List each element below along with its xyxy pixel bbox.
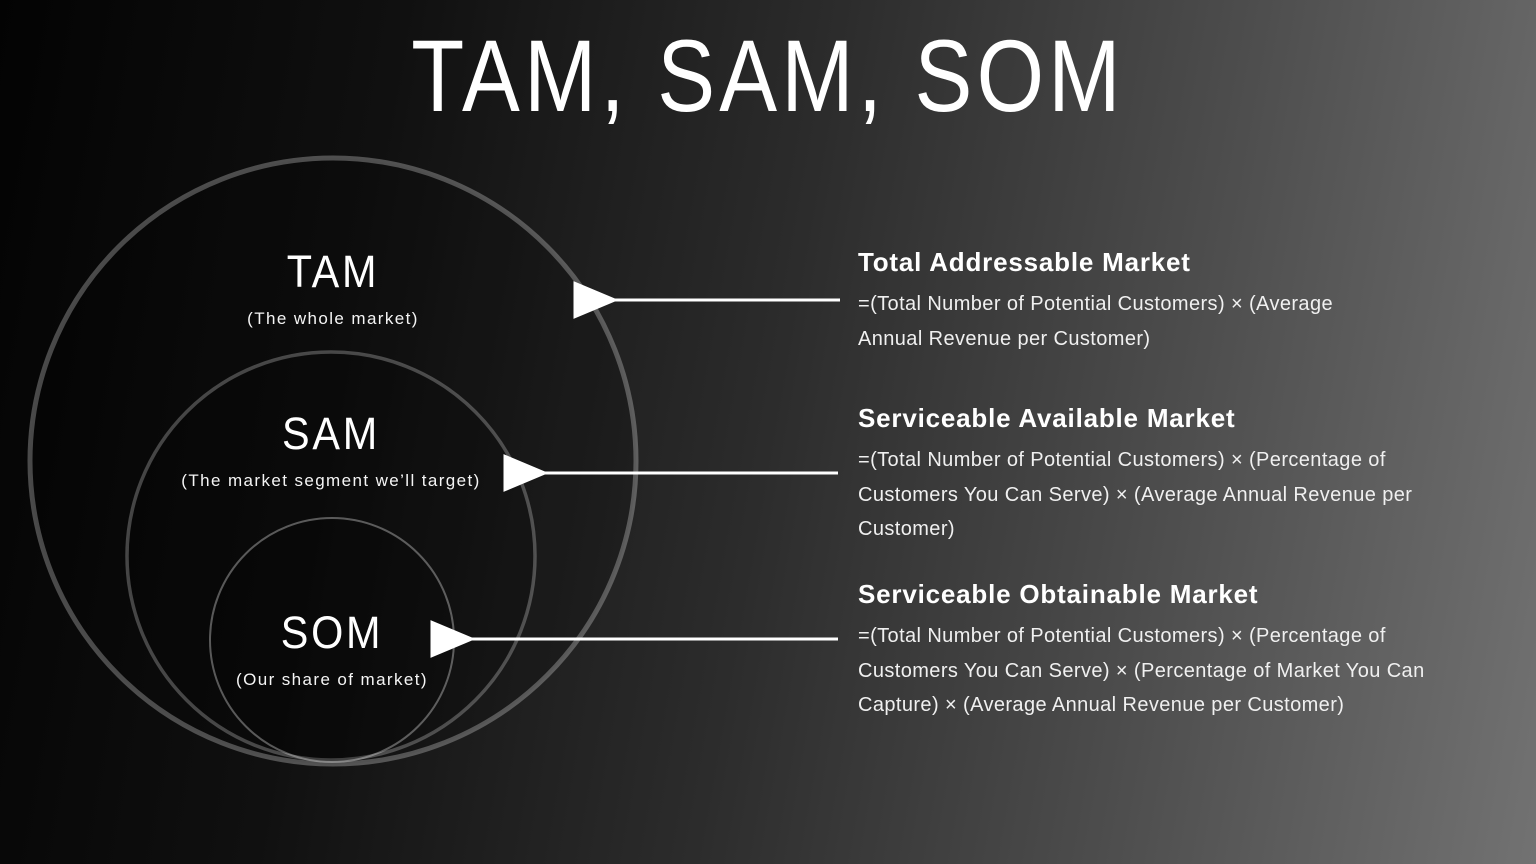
formula-line: Customer) xyxy=(858,518,955,540)
tam-definition-block: Total Addressable Market =(Total Number … xyxy=(858,244,1478,356)
formula-line: Capture) × (Average Annual Revenue per C… xyxy=(858,694,1345,716)
som-label: SOM xyxy=(280,607,384,658)
tam-label-group: TAM (The whole market) xyxy=(113,246,553,331)
som-label-group: SOM (Our share of market) xyxy=(112,607,552,692)
formula-line: Annual Revenue per Customer) xyxy=(858,327,1151,350)
sam-definition-formula: =(Total Number of Potential Customers) ×… xyxy=(858,443,1478,547)
sam-definition-block: Serviceable Available Market =(Total Num… xyxy=(858,400,1478,547)
formula-line: Customers You Can Serve) × (Average Annu… xyxy=(858,483,1413,506)
page-title: TAM, SAM, SOM xyxy=(411,19,1125,133)
formula-line: =(Total Number of Potential Customers) ×… xyxy=(858,293,1333,315)
formula-line: Customers You Can Serve) × (Percentage o… xyxy=(858,659,1425,682)
formula-line: =(Total Number of Potential Customers) ×… xyxy=(858,625,1386,647)
sam-sublabel: (The market segment we’ll target) xyxy=(181,471,481,490)
sam-definition-heading: Serviceable Available Market xyxy=(858,403,1236,433)
sam-label: SAM xyxy=(281,408,380,459)
tam-circle xyxy=(27,155,639,767)
som-sublabel: (Our share of market) xyxy=(236,670,428,689)
formula-line: =(Total Number of Potential Customers) ×… xyxy=(858,449,1386,471)
tam-label: TAM xyxy=(286,246,380,297)
som-definition-heading: Serviceable Obtainable Market xyxy=(858,579,1259,609)
som-definition-formula: =(Total Number of Potential Customers) ×… xyxy=(858,619,1478,723)
som-definition-block: Serviceable Obtainable Market =(Total Nu… xyxy=(858,576,1478,723)
tam-definition-formula: =(Total Number of Potential Customers) ×… xyxy=(858,287,1478,356)
sam-circle xyxy=(125,350,537,762)
tam-definition-heading: Total Addressable Market xyxy=(858,247,1191,277)
tam-sublabel: (The whole market) xyxy=(247,309,419,328)
sam-label-group: SAM (The market segment we’ll target) xyxy=(111,408,551,493)
